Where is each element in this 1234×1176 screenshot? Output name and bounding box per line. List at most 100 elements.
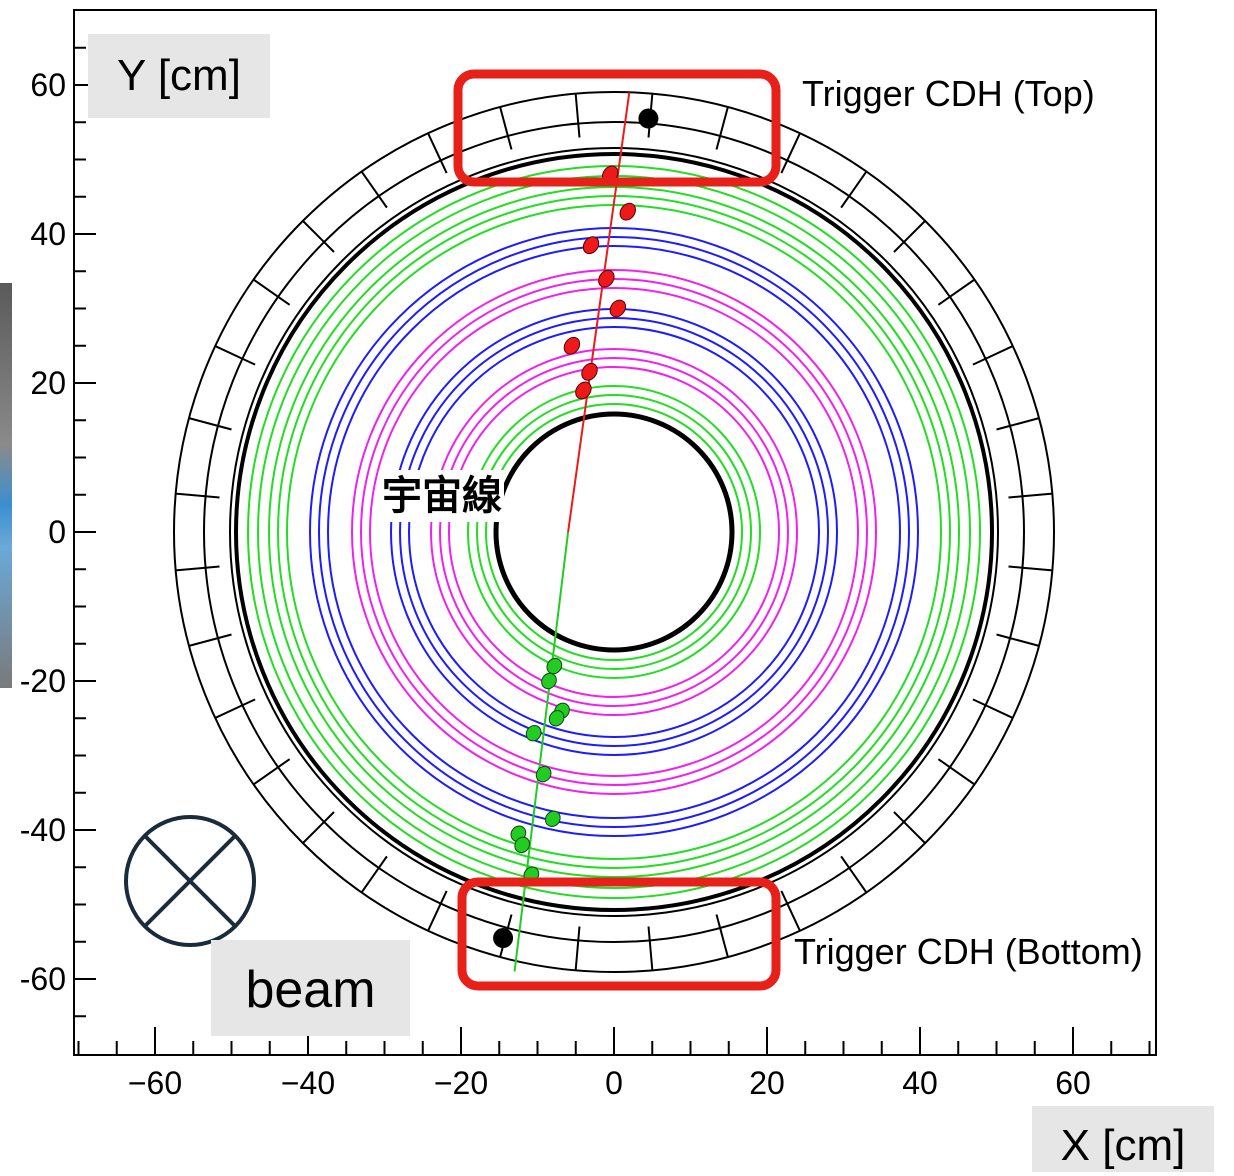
cdh-notch (241, 357, 256, 366)
cdh-segment-divider (360, 170, 380, 197)
cdh-segment-divider (499, 106, 509, 137)
cdh-segment-divider (188, 417, 219, 427)
cdh-notch (937, 758, 951, 768)
cdh-notch (972, 357, 987, 366)
y-tick-label: 0 (48, 514, 66, 550)
hit-red (563, 336, 581, 355)
cdh-segment-divider (214, 704, 243, 719)
x-tick-label: −40 (281, 1065, 335, 1101)
chamber-layer (485, 403, 743, 661)
chamber-layer (351, 269, 877, 795)
chamber-layer (467, 385, 761, 679)
y-tick-label: 40 (30, 216, 66, 252)
cdh-segment-divider (719, 927, 729, 958)
cdh-segment-divider (175, 492, 206, 498)
cdh-notch (378, 855, 388, 869)
cdh-segment-divider (648, 940, 654, 971)
cdh-segment-divider (949, 278, 976, 298)
cdh-segment-divider (574, 940, 580, 971)
chamber-layer (268, 186, 960, 878)
trigger-cdh-bottom-box (457, 877, 781, 991)
chamber-layer (369, 287, 859, 777)
chamber-layer (430, 348, 798, 716)
hit-layer (493, 108, 659, 949)
cdh-notch (323, 811, 335, 823)
cdh-segment-divider (427, 903, 442, 932)
cdh-segment-divider (188, 637, 219, 647)
hit-red (581, 362, 598, 381)
cdh-notch (996, 633, 1011, 640)
y-tick-label: -60 (20, 961, 66, 997)
hit-red (619, 202, 636, 221)
cdh-notch (506, 914, 513, 929)
cdh-segment-divider (302, 220, 325, 243)
hit-green (514, 836, 531, 854)
x-tick-label: 20 (749, 1065, 785, 1101)
hit-green (525, 724, 542, 742)
x-tick-label: −20 (434, 1065, 488, 1101)
cdh-notch (323, 241, 335, 253)
cdh-segment-divider (175, 566, 206, 572)
cdh-segment-divider (903, 220, 926, 243)
beam-label: beam (211, 940, 410, 1036)
cdh-segment-divider (848, 867, 868, 894)
hit-red (609, 299, 627, 318)
chamber-layer (309, 227, 919, 837)
chamber-layer (399, 317, 829, 747)
trigger-top-label: Trigger CDH (Top) (802, 73, 1095, 114)
cdh-notch (205, 495, 220, 499)
cdh-notch (780, 890, 789, 905)
y-tick-label: 20 (30, 365, 66, 401)
x-axis-label: X [cm] (1032, 1106, 1214, 1172)
chamber-layer (318, 236, 910, 828)
cdh-segment-divider (786, 903, 801, 932)
cdh-notch (972, 698, 987, 707)
cdh-segment-divider (786, 132, 801, 161)
trigger-bottom-label: Trigger CDH (Bottom) (794, 931, 1143, 972)
hit-green (544, 810, 561, 828)
chamber-layer (448, 366, 780, 698)
cdh-segment-divider (214, 345, 243, 360)
cosmic-track-lower (513, 531, 570, 972)
cdh-notch (893, 241, 905, 253)
y-tick-label: -40 (20, 812, 66, 848)
cdh-segment-divider (252, 278, 279, 298)
cosmic-track-upper (567, 92, 631, 533)
cdh-segment-divider (1009, 417, 1040, 427)
cdh-notch (577, 123, 581, 138)
cdh-hit-bottom (493, 928, 514, 949)
cdh-notch (780, 159, 789, 174)
cdh-segment-divider (302, 821, 325, 844)
y-tick-label: 60 (30, 67, 66, 103)
cdh-hit-top (638, 108, 659, 129)
cdh-notch (1008, 495, 1023, 499)
chamber-layer (408, 326, 820, 738)
cdh-notch (439, 159, 448, 174)
cdh-notch (205, 565, 220, 569)
cdh-segment-divider (985, 345, 1014, 360)
cdh-notch (217, 633, 232, 640)
cdh-segment-divider (985, 704, 1014, 719)
cdh-notch (241, 698, 256, 707)
beam-direction-icon (124, 815, 256, 947)
cdh-notch (378, 195, 388, 209)
cdc-outer-wall-2 (229, 147, 999, 917)
cdc-outer-wall (234, 152, 994, 912)
hit-red (598, 269, 615, 288)
y-axis-label: Y [cm] (88, 34, 270, 118)
x-tick-label: 60 (1055, 1065, 1091, 1101)
cdh-notch (647, 926, 651, 941)
cdh-notch (217, 424, 232, 431)
cdh-notch (439, 890, 448, 905)
cdh-inner-ring (203, 121, 1025, 943)
cdh-segment-divider (427, 132, 442, 161)
inner-cylinder (493, 411, 735, 653)
side-image-fragment (0, 283, 12, 688)
hit-green (535, 765, 552, 783)
cdh-notch (996, 424, 1011, 431)
trigger-cdh-top-box (453, 69, 781, 187)
cdh-notch (277, 296, 291, 306)
chamber-layer (439, 357, 789, 707)
x-tick-label: −60 (128, 1065, 182, 1101)
